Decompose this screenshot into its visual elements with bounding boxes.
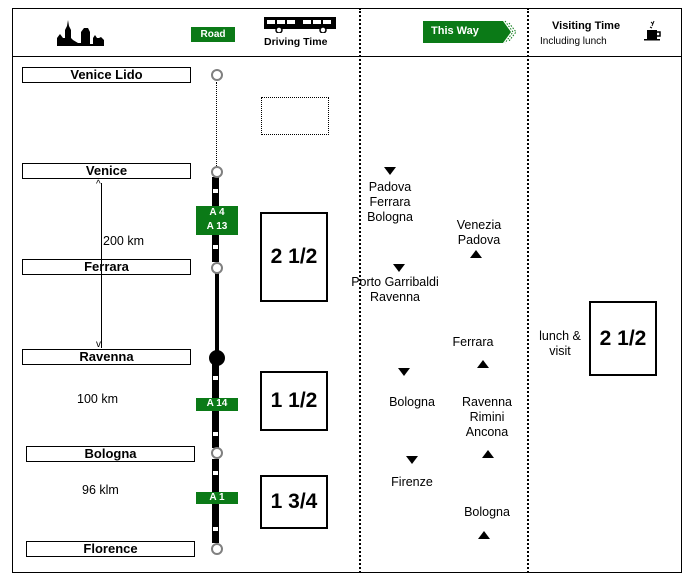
column-divider-visiting	[527, 8, 529, 573]
stop-venice	[211, 166, 223, 178]
road-legend-sign: Road	[191, 27, 235, 42]
road-sign-line1: A 4	[209, 207, 225, 218]
visiting-time-ravenna: 2 1/2	[589, 301, 657, 376]
distance-ravenna-bologna: 100 km	[77, 392, 118, 406]
city-label-venice-lido: Venice Lido	[22, 67, 191, 83]
road-sign-a14: A 14	[196, 398, 238, 411]
column-divider-directions	[359, 8, 361, 573]
direction-south-1: Padova Ferrara Bologna	[367, 180, 413, 224]
stop-florence	[211, 543, 223, 555]
frame-left-border	[12, 8, 13, 573]
direction-north-icon	[470, 250, 482, 258]
arrow-up-tip-icon: ^	[96, 179, 101, 190]
direction-north-icon	[477, 360, 489, 368]
frame-top-border	[12, 8, 682, 9]
direction-north-2: Ferrara	[452, 335, 494, 349]
road-sign-a4-a13: A 4 A 13	[196, 206, 238, 235]
city-skyline-icon	[56, 16, 112, 46]
road-sign-line2: A 13	[206, 221, 228, 232]
direction-south-3: Bologna	[389, 395, 435, 409]
bus-icon	[263, 15, 337, 34]
driving-time-venice-ravenna: 2 1/2	[260, 212, 328, 302]
arrow-chevron-icon	[423, 20, 517, 44]
direction-south-2: Porto Garribaldi Ravenna	[351, 275, 439, 304]
direction-south-icon	[384, 167, 396, 175]
route-ferry-segment	[216, 82, 217, 168]
stop-ferrara	[211, 262, 223, 274]
driving-time-heading: Driving Time	[264, 36, 328, 48]
city-label-venice: Venice	[22, 163, 191, 179]
stop-ravenna	[209, 350, 225, 366]
driving-time-bologna-florence: 1 3/4	[260, 475, 328, 529]
city-label-ravenna: Ravenna	[22, 349, 191, 365]
driving-time-ravenna-bologna: 1 1/2	[260, 371, 328, 431]
direction-south-4: Firenze	[391, 475, 433, 489]
coffee-cup-icon	[641, 20, 665, 44]
direction-north-4: Bologna	[464, 505, 510, 519]
direction-south-icon	[398, 368, 410, 376]
stop-bologna	[211, 447, 223, 459]
distance-arrow-line	[101, 183, 102, 348]
frame-right-border	[681, 8, 682, 573]
city-label-bologna: Bologna	[26, 446, 195, 462]
city-label-ferrara: Ferrara	[22, 259, 191, 275]
direction-south-icon	[393, 264, 405, 272]
direction-south-icon	[406, 456, 418, 464]
stop-venice-lido	[211, 69, 223, 81]
empty-time-placeholder	[261, 97, 329, 135]
visit-label: lunch & visit	[539, 329, 581, 358]
city-label-florence: Florence	[26, 541, 195, 557]
frame-bottom-border	[12, 572, 682, 573]
visiting-time-heading: Visiting Time	[552, 20, 621, 32]
direction-north-icon	[482, 450, 494, 458]
road-sign-a1: A 1	[196, 492, 238, 504]
direction-north-icon	[478, 531, 490, 539]
direction-north-3: Ravenna Rimini Ancona	[461, 395, 513, 439]
including-lunch-subheading: Including lunch	[540, 36, 607, 47]
this-way-label: This Way	[431, 25, 479, 37]
route-segment-ferrara-ravenna	[215, 273, 219, 353]
distance-venice-ravenna: 200 km	[103, 234, 144, 248]
distance-bologna-florence: 96 klm	[82, 483, 119, 497]
direction-north-1: Venezia Padova	[456, 218, 502, 247]
header-divider	[12, 56, 682, 57]
this-way-sign: This Way	[423, 20, 519, 44]
arrow-down-tip-icon: v	[96, 339, 101, 350]
